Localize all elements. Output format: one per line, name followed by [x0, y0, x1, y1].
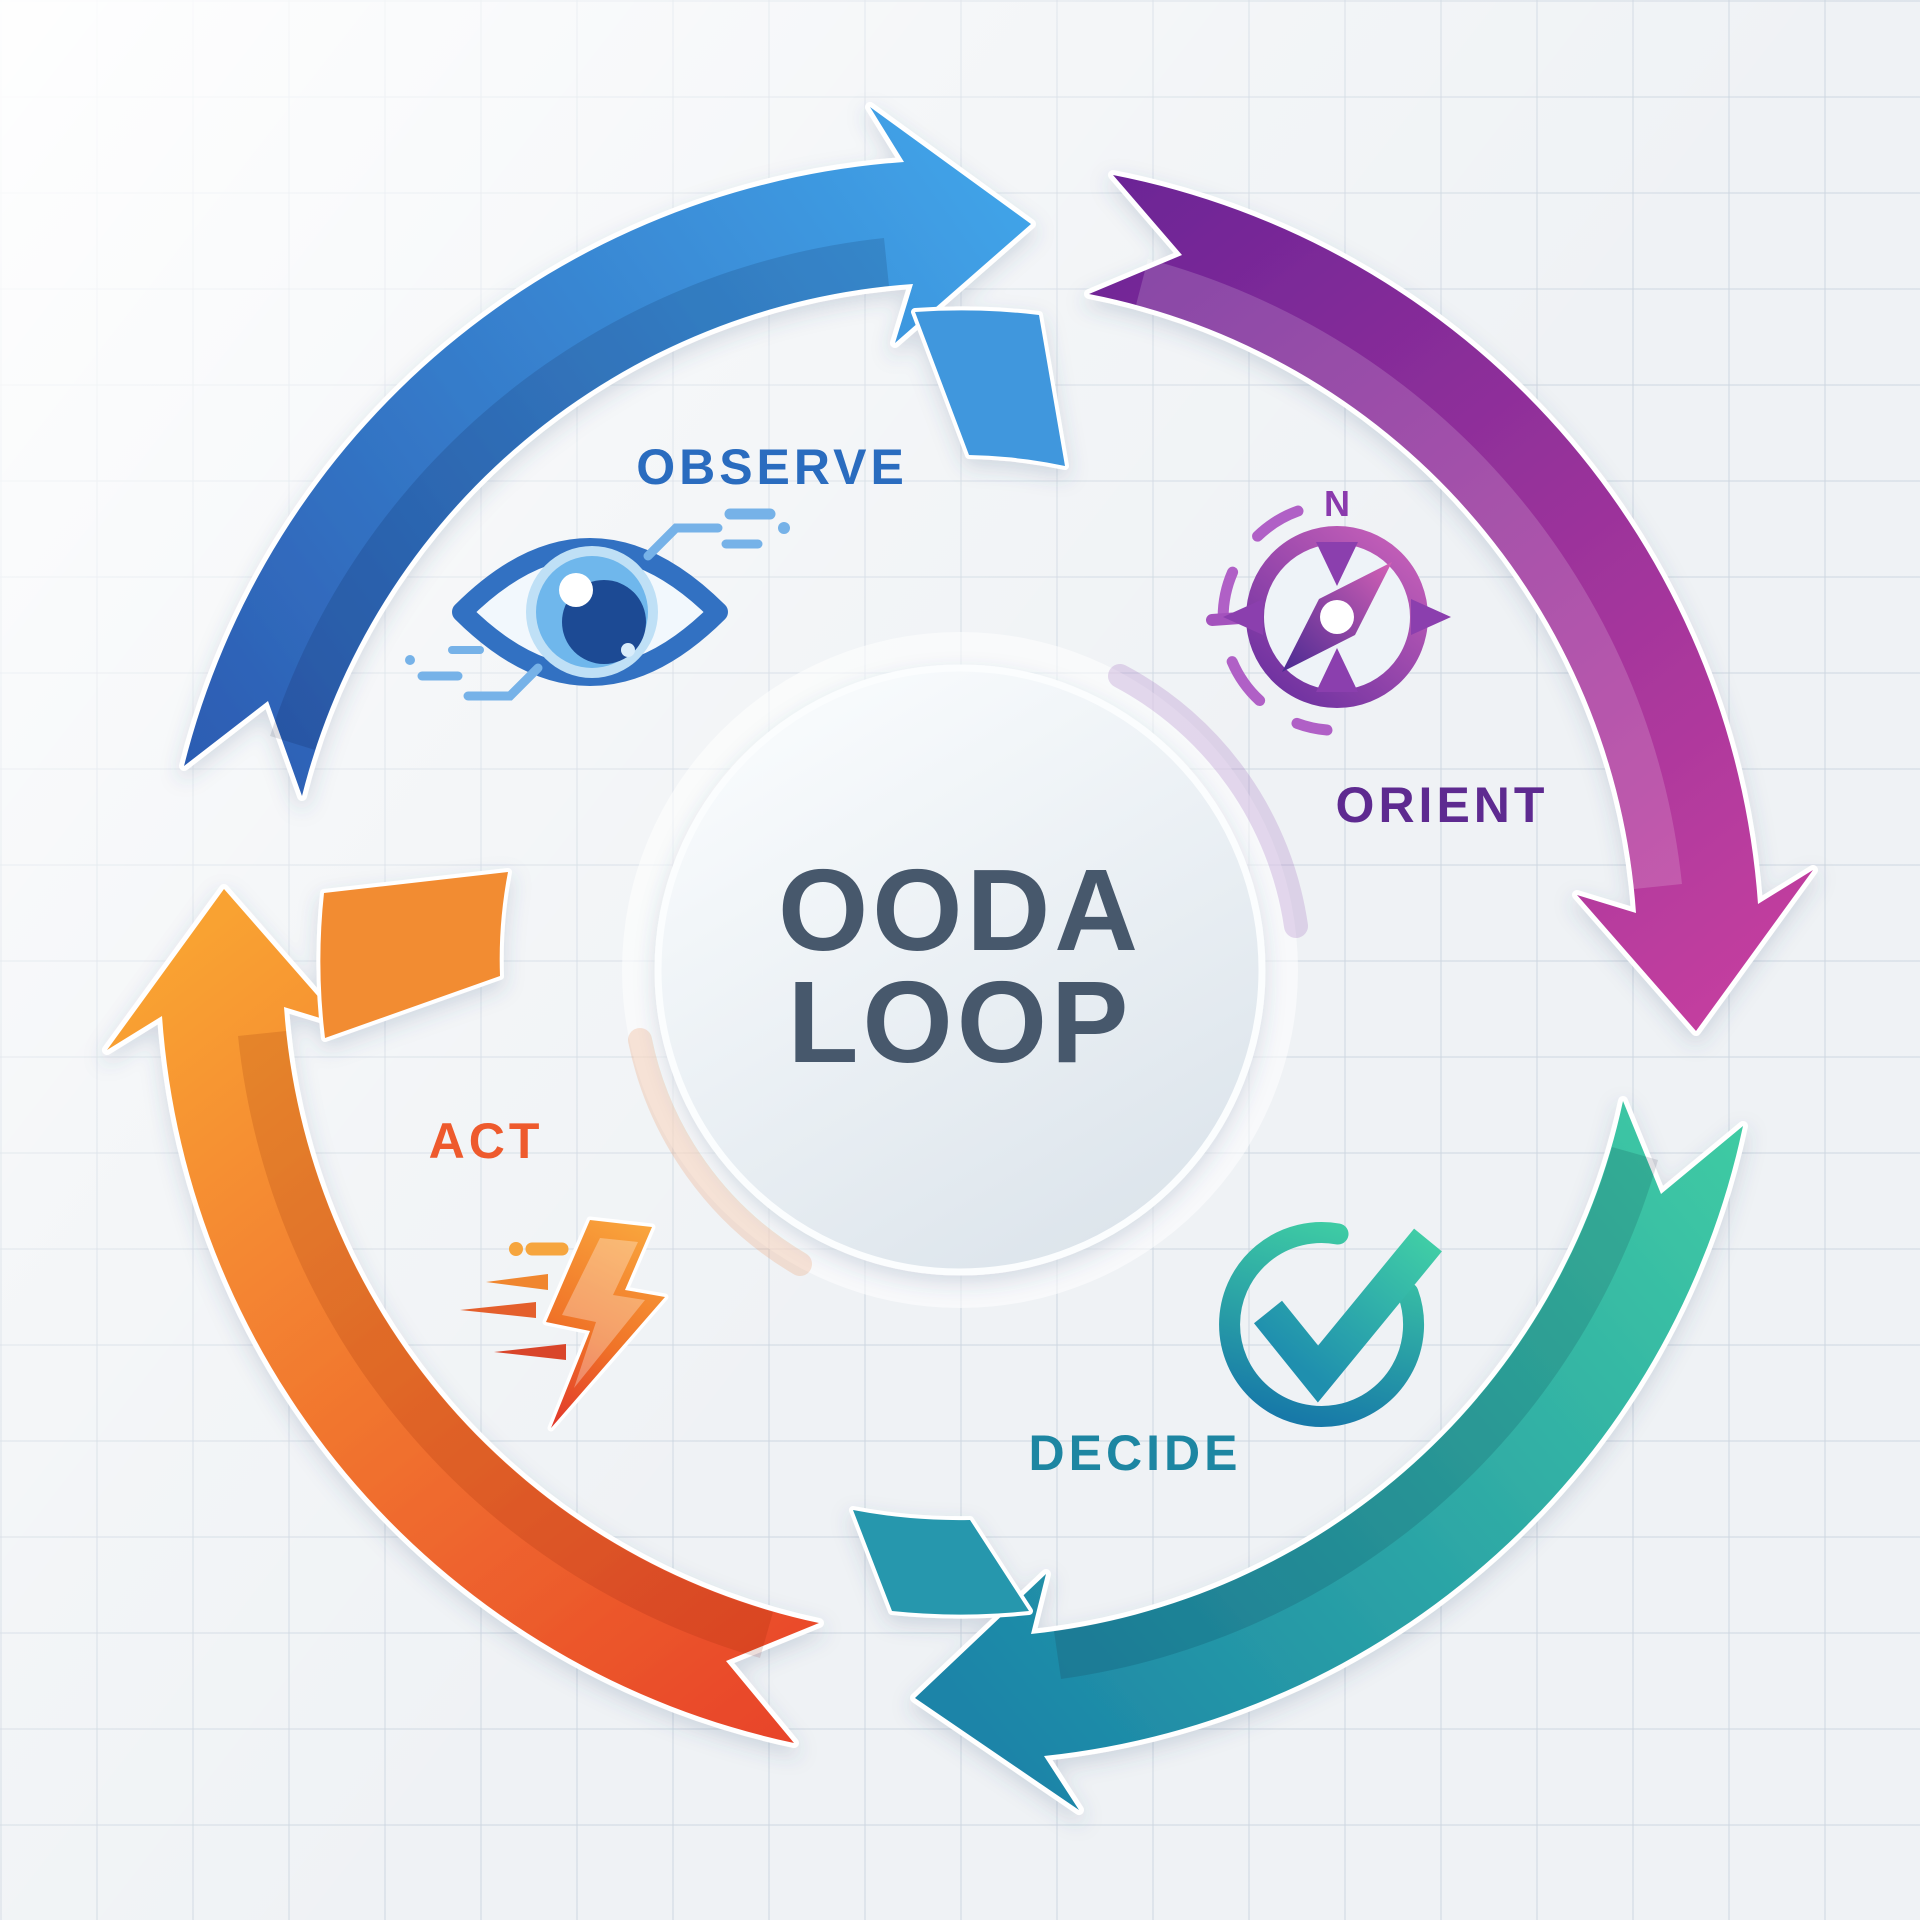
observe-label: OBSERVE — [636, 439, 908, 495]
lightning-bolt-highlight — [562, 1238, 645, 1388]
decide-echo-chevron — [849, 1506, 1033, 1619]
eye-circuit-lines-bottom — [405, 646, 543, 701]
act-inner-shade — [238, 1031, 773, 1658]
center-circle — [654, 664, 1266, 1276]
eye-circuit-lines-top — [643, 508, 790, 561]
observe-echo-chevron — [911, 306, 1069, 470]
eye-highlight-small — [621, 643, 635, 657]
title-line-2: LOOP — [788, 957, 1133, 1087]
orient-label: ORIENT — [1336, 777, 1549, 833]
compass-dashed-arc — [1217, 505, 1333, 736]
center-disc: OODA LOOP — [622, 632, 1308, 1308]
act-label: ACT — [429, 1113, 544, 1169]
eye-highlight — [559, 573, 593, 607]
arrow-orient — [1084, 170, 1818, 1036]
compass-north-label: N — [1324, 483, 1350, 524]
act-echo-chevron — [316, 868, 512, 1042]
title-line-1: OODA — [778, 845, 1142, 975]
check-mark — [1253, 1228, 1442, 1403]
eye-icon — [405, 508, 790, 701]
decide-inner-shade — [1054, 1147, 1658, 1679]
arrow-decide — [849, 1096, 1748, 1815]
compass-pointer-east — [1411, 599, 1451, 635]
check-circle-ring — [1219, 1222, 1425, 1427]
compass-icon: N — [1206, 483, 1451, 736]
lightning-bolt — [542, 1216, 669, 1432]
arrow-act — [102, 868, 824, 1748]
glass-ring-orange-tint — [628, 1028, 812, 1276]
compass-pointer-north — [1316, 542, 1358, 586]
observe-inner-shade — [270, 238, 889, 750]
arrow-observe — [179, 102, 1069, 801]
orient-inner-highlight — [1136, 259, 1682, 889]
check-circle-icon — [1219, 1222, 1442, 1427]
lightning-speed-lines — [460, 1242, 569, 1360]
compass-pointer-south — [1316, 648, 1358, 692]
glass-ring-purple-tint — [1108, 664, 1308, 938]
compass-pointer-west — [1223, 599, 1263, 635]
decide-label: DECIDE — [1029, 1425, 1242, 1481]
compass-needle-hub — [1320, 600, 1354, 634]
lightning-icon — [460, 1216, 669, 1432]
